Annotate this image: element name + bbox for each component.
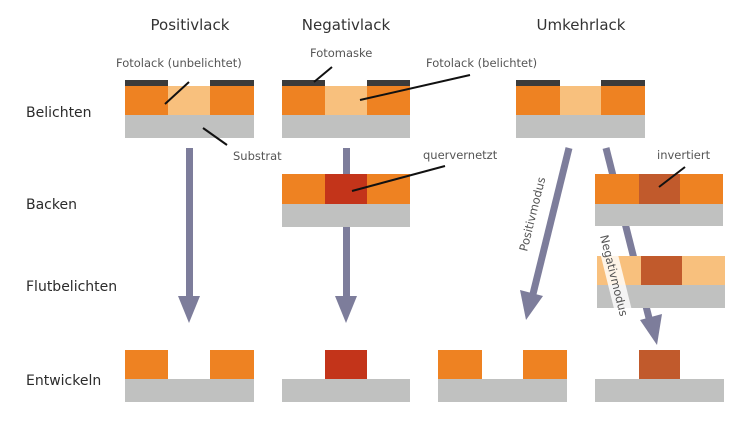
resist-remaining — [125, 350, 168, 379]
stack-umkehr-backen — [595, 174, 723, 226]
resist-unexposed — [282, 86, 325, 115]
resist-inverted — [641, 256, 682, 285]
resist-remaining — [210, 350, 254, 379]
row-label-backen: Backen — [26, 197, 77, 213]
photomask — [210, 80, 254, 86]
photomask — [516, 80, 560, 86]
column-title-positivlack: Positivlack — [151, 16, 230, 34]
substrate-layer — [595, 204, 723, 226]
resist-unexposed — [680, 174, 723, 204]
substrate-layer — [125, 115, 254, 138]
row-label-belichten: Belichten — [26, 105, 92, 121]
photomask — [125, 80, 168, 86]
stack-negativ-backen — [282, 174, 410, 227]
arrows — [178, 147, 662, 345]
photomask — [367, 80, 410, 86]
stack-umkehr-belichten — [516, 80, 645, 138]
photomask — [601, 80, 645, 86]
leader-inverted — [658, 166, 686, 188]
annotation-inverted: invertiert — [657, 148, 711, 162]
column-title-negativlack: Negativlack — [302, 16, 391, 34]
annotation-resist-unexposed: Fotolack (unbelichtet) — [116, 56, 242, 70]
substrate-layer — [125, 379, 254, 402]
leader-resist-exposed — [359, 74, 471, 101]
arrow-positivlack — [178, 148, 200, 323]
substrate-layer — [438, 379, 567, 402]
stack-negativ-belichten — [282, 80, 410, 138]
resist-exposed — [682, 256, 725, 285]
resist-crosslinked — [325, 350, 367, 379]
leader-resist-unexposed — [164, 81, 190, 105]
stack-positiv-belichten — [125, 80, 254, 138]
leader-crosslinked — [351, 165, 446, 192]
leader-lines — [164, 66, 686, 192]
negativmodus-label-background — [595, 230, 637, 333]
resist-unexposed — [601, 86, 645, 115]
resist-inverted — [639, 350, 680, 379]
annotation-photomask: Fotomaske — [310, 46, 372, 60]
resist-exposed — [168, 86, 210, 115]
resist-unexposed — [210, 86, 254, 115]
annotation-resist-exposed: Fotolack (belichtet) — [426, 56, 537, 70]
resist-remaining — [523, 350, 567, 379]
stack-umkehr-negativmodus-entwickeln — [595, 350, 724, 402]
resist-unexposed — [595, 174, 639, 204]
substrate-layer — [516, 115, 645, 138]
leader-substrate — [202, 127, 228, 146]
row-label-flutbelichten: Flutbelichten — [26, 279, 117, 295]
column-title-umkehrlack: Umkehrlack — [537, 16, 626, 34]
resist-remaining — [438, 350, 482, 379]
resist-unexposed — [125, 86, 168, 115]
annotation-crosslinked: quervernetzt — [423, 148, 498, 162]
resist-exposed — [325, 86, 367, 115]
substrate-layer — [282, 115, 410, 138]
substrate-layer — [282, 204, 410, 227]
arrow-positivmodus — [520, 147, 573, 320]
stack-umkehr-positivmodus-entwickeln — [438, 350, 567, 402]
resist-unexposed — [282, 174, 325, 204]
stack-positiv-entwickeln — [125, 350, 254, 402]
photomask — [282, 80, 325, 86]
resist-unexposed — [516, 86, 560, 115]
substrate-layer — [282, 379, 410, 402]
row-label-entwickeln: Entwickeln — [26, 373, 101, 389]
resist-exposed — [560, 86, 601, 115]
resist-unexposed — [367, 174, 410, 204]
leader-photomask — [313, 66, 333, 83]
annotation-substrate: Substrat — [233, 149, 282, 163]
substrate-layer — [595, 379, 724, 402]
resist-inverted — [639, 174, 680, 204]
stack-negativ-entwickeln — [282, 350, 410, 402]
